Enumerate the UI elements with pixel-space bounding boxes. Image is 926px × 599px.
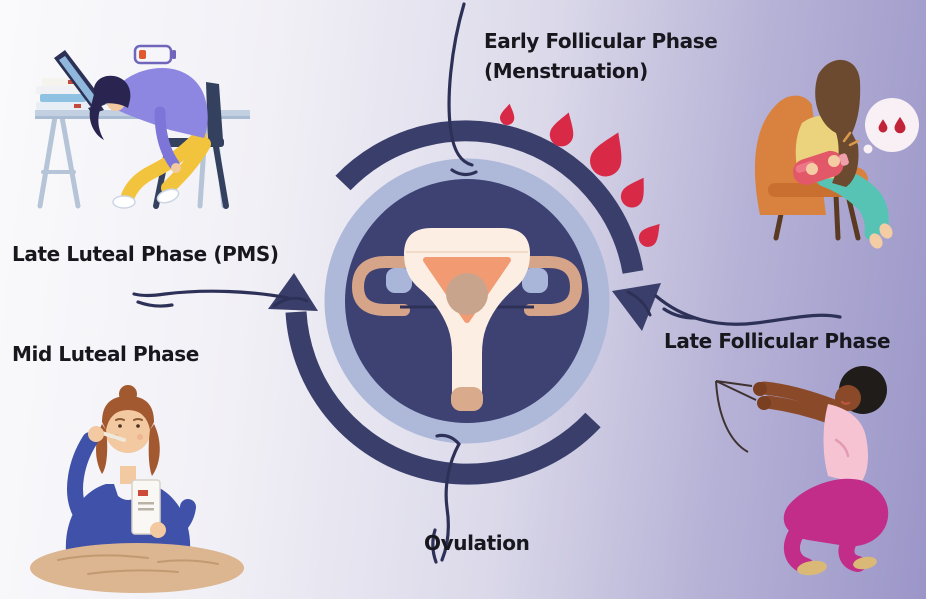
ovary-left [386,268,412,293]
phase-label-late-follicular: Late Follicular Phase [664,329,891,353]
resting-person [792,59,893,249]
phase-label-line: Early Follicular Phase [484,29,718,53]
person-exhausted-at-desk-with-low-battery-icon [35,44,250,209]
phase-label-line: (Menstruation) [484,59,648,83]
medicine-box [131,479,161,535]
phase-label-mid-luteal: Mid Luteal Phase [12,342,199,366]
blood-drop-icon [549,112,574,147]
phase-label-early-follicular: Early Follicular Phase (Menstruation) [484,26,718,86]
wooden-table [30,543,244,593]
period-speech-bubble-icon [863,98,919,154]
sleeping-person [89,68,211,209]
person-squatting-with-resistance-band [715,366,889,576]
cervix [451,387,483,411]
person-in-armchair-with-hot-water-bottle-and-blood-drop-speech-bubble [754,59,919,249]
connector-curves [132,2,842,564]
hair-bun [119,385,137,403]
resistance-band-icon [715,380,757,453]
blood-drop-icon [500,103,515,126]
seated-person [65,385,196,552]
cycle-ring [324,158,610,444]
blood-drop-icon [590,132,622,177]
phase-label-late-luteal: Late Luteal Phase (PMS) [12,242,279,266]
blood-drop-icon [620,177,644,208]
low-battery-icon [133,44,176,65]
arrow-down-icon [612,283,661,331]
cycle-arc-top [335,120,644,274]
ovary-right [522,268,548,293]
blood-drop-icon [638,223,660,247]
follicle [446,273,488,315]
person-checking-thermometer-at-table [30,385,244,593]
blood-drops [500,103,660,247]
squatting-person [753,366,889,576]
uterus-icon [351,228,583,411]
cycle-arc-bottom [285,311,601,485]
phase-label-ovulation: Ovulation [424,531,530,555]
